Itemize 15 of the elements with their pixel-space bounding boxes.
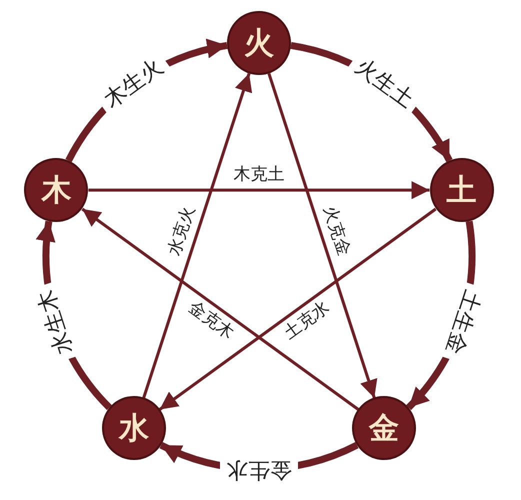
arrow [142, 72, 252, 398]
edge-label: 水克火 [166, 204, 198, 258]
arrow [88, 181, 430, 200]
arrow [81, 208, 360, 411]
element-circle: 金 [354, 398, 414, 458]
element-circle: 土 [432, 160, 492, 220]
element-circle: 火 [229, 13, 289, 73]
arrow [158, 208, 437, 411]
arrow [267, 72, 378, 398]
element-circle: 木 [26, 160, 86, 220]
edge-label: 火克金 [320, 204, 352, 258]
element-circle: 水 [104, 398, 164, 458]
edge-label: 土克水 [280, 300, 332, 344]
edge-label: 金克木 [186, 300, 238, 344]
edge-label: 木克土 [234, 166, 284, 184]
